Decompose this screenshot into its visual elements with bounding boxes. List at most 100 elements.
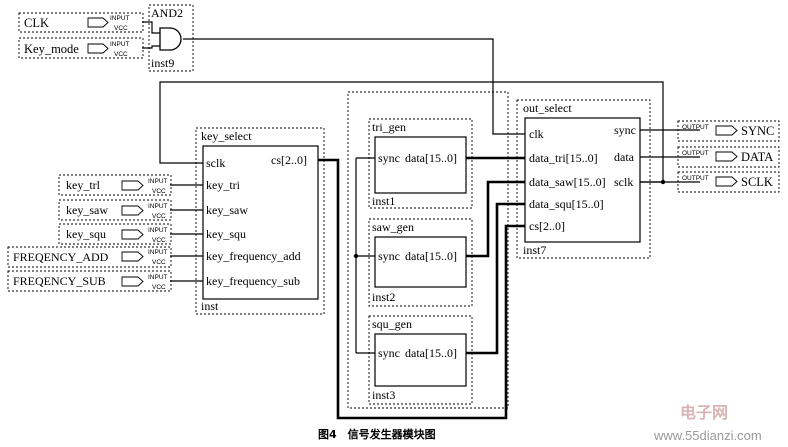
pin-arrow-shape	[715, 176, 738, 187]
input-pin-key-trl: key_trl INPUT VCC	[58, 174, 172, 196]
input-pin-key-mode: Key_mode INPUT VCC	[18, 37, 144, 59]
tri-gen-block: tri_gen sync data[15..0] inst1	[368, 118, 473, 209]
squ-gen-block: squ_gen sync data[15..0] inst3	[368, 315, 473, 405]
port-cs-in: cs[2..0]	[529, 219, 565, 233]
pin-name: CLK	[24, 16, 49, 30]
pin-name: FREQENCY_SUB	[13, 274, 106, 288]
pin-arrow-shape	[121, 205, 144, 216]
port-sclk-out: sclk	[614, 175, 633, 189]
port-data-tri: data_tri[15..0]	[529, 151, 598, 165]
saw-gen-title: saw_gen	[372, 220, 414, 234]
pin-arrow-shape	[715, 125, 738, 136]
pin-name: SCLK	[741, 175, 773, 189]
figure-caption: 图4 信号发生器模块图	[318, 427, 436, 441]
input-pin-freqency-sub: FREQENCY_SUB INPUT VCC	[7, 270, 172, 292]
port-key-saw: key_saw	[206, 203, 248, 217]
input-pin-clk: CLK INPUT VCC	[18, 12, 144, 33]
pin-frame	[7, 246, 172, 268]
bus-data-squ	[466, 202, 525, 355]
pin-output-tag: OUTPUT	[682, 150, 709, 157]
and-gate-icon	[159, 27, 182, 51]
pin-vcc-tag: VCC	[152, 188, 166, 195]
pin-name: DATA	[741, 150, 773, 164]
saw-gen-instance: inst2	[372, 290, 395, 304]
saw-gen-sync-port: sync	[378, 249, 400, 263]
pin-output-tag: OUTPUT	[682, 175, 709, 182]
bus-data-saw	[466, 180, 525, 258]
saw-gen-block: saw_gen sync data[15..0] inst2	[368, 218, 473, 307]
squ-gen-instance: inst3	[372, 388, 395, 402]
squ-gen-sync-port: sync	[378, 346, 400, 360]
output-pin-sync: OUTPUT SYNC	[677, 120, 780, 142]
port-data-squ: data_squ[15..0]	[529, 197, 604, 211]
pin-vcc-tag: VCC	[152, 237, 166, 244]
generator-group-frame	[347, 91, 509, 409]
and2-instance: inst9	[151, 56, 174, 70]
pin-frame	[677, 146, 780, 168]
and2-gate-block: AND2 inst9	[148, 4, 194, 72]
pin-arrow-shape	[121, 180, 144, 191]
pin-name: SYNC	[741, 124, 774, 138]
pin-vcc-tag: VCC	[152, 284, 166, 291]
pin-frame	[677, 171, 780, 193]
port-key-tri: key_tri	[206, 178, 241, 192]
port-key-frequency-sub: key_frequency_sub	[206, 274, 300, 288]
pin-arrow-shape	[121, 251, 144, 262]
saw-gen-data-port: data[15..0]	[405, 249, 457, 263]
input-pin-key-squ: key_squ INPUT VCC	[58, 223, 172, 245]
pin-frame	[7, 270, 172, 292]
watermark-logo: 电子网	[680, 403, 728, 422]
pin-name: Key_mode	[24, 42, 79, 56]
port-clk: clk	[529, 127, 544, 141]
bus-cs	[318, 158, 525, 420]
input-pin-key-saw: key_saw INPUT VCC	[58, 199, 172, 221]
saw-gen-frame	[368, 218, 473, 307]
watermark-url: www.55dianzi.com	[653, 428, 762, 443]
out-select-block: out_select clk data_tri[15..0] data_saw[…	[516, 99, 651, 259]
port-data: data	[614, 150, 635, 164]
port-cs-out: cs[2..0]	[271, 153, 307, 167]
pin-arrow-shape	[715, 151, 738, 162]
output-pin-data: OUTPUT DATA	[677, 146, 780, 168]
key-select-instance: inst	[201, 299, 219, 313]
pin-input-tag: INPUT	[110, 15, 130, 22]
and2-title: AND2	[151, 6, 183, 20]
pin-name: FREQENCY_ADD	[13, 250, 109, 264]
pin-arrow-shape	[87, 43, 109, 54]
pin-input-tag: INPUT	[148, 249, 168, 256]
out-select-body	[524, 117, 641, 243]
pin-vcc-tag: VCC	[152, 259, 166, 266]
pin-frame	[18, 12, 144, 33]
pin-name: key_trl	[66, 178, 101, 192]
saw-gen-body	[374, 236, 467, 288]
pin-output-tag: OUTPUT	[682, 124, 709, 131]
and2-frame	[148, 4, 194, 72]
buses	[318, 156, 525, 420]
watermark: 电子网 www.55dianzi.com	[653, 403, 762, 443]
wire-clk-and	[142, 21, 160, 34]
input-pin-freqency-add: FREQENCY_ADD INPUT VCC	[7, 246, 172, 268]
squ-gen-data-port: data[15..0]	[405, 346, 457, 360]
output-pin-sclk: OUTPUT SCLK	[677, 171, 780, 193]
pin-name: key_squ	[66, 227, 106, 241]
junction-dot	[353, 253, 359, 259]
out-select-frame	[516, 99, 651, 259]
pin-arrow-shape	[121, 229, 144, 240]
port-key-frequency-add: key_frequency_add	[206, 249, 301, 263]
port-sync: sync	[614, 123, 636, 137]
pin-frame	[677, 120, 780, 142]
pin-arrow-shape	[121, 276, 144, 287]
pin-input-tag: INPUT	[148, 274, 168, 281]
wire-and-to-clk	[183, 38, 525, 135]
tri-gen-title: tri_gen	[372, 120, 406, 134]
squ-gen-title: squ_gen	[372, 317, 412, 331]
key-select-frame	[195, 127, 325, 315]
pin-arrow-shape	[87, 17, 109, 28]
pin-frame	[18, 37, 144, 59]
tri-gen-data-port: data[15..0]	[405, 151, 457, 165]
wire-keymode-and	[142, 45, 160, 49]
out-select-instance: inst7	[523, 243, 546, 257]
pin-vcc-tag: VCC	[114, 25, 128, 32]
key-select-block: key_select sclk cs[2..0] key_tri key_saw…	[195, 127, 325, 315]
